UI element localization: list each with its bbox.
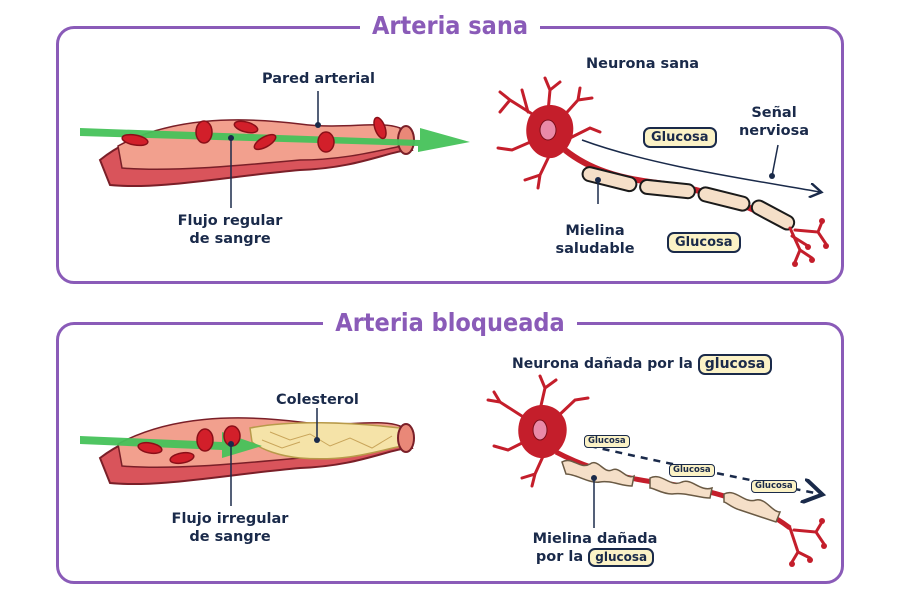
damaged-neuron-label: Neurona dañada por la glucosa	[512, 354, 773, 375]
glucose-tag: Glucosa	[643, 127, 717, 148]
blocked-artery	[98, 417, 415, 486]
regular-flow-label: Flujo regular de sangre	[177, 213, 283, 247]
irregular-flow-label: Flujo irregular de sangre	[171, 511, 289, 545]
cholesterol-label: Colesterol	[276, 392, 359, 408]
glucose-tag: Glucosa	[751, 480, 797, 493]
healthy-artery-title: Arteria sana	[0, 11, 900, 41]
cholesterol-plaque	[249, 421, 403, 460]
damaged-neuron	[486, 374, 827, 567]
glucose-tag: Glucosa	[667, 232, 741, 253]
glucose-tag: glucosa	[588, 548, 655, 567]
irregular-flow-arrow	[80, 432, 262, 458]
artery-wall-label: Pared arterial	[262, 71, 376, 87]
impaired-signal-arrow	[589, 444, 820, 494]
blood-cells-bottom	[137, 425, 241, 465]
damaged-myelin-label: Mielina dañada por la glucosa	[532, 531, 658, 567]
glucose-tag: Glucosa	[584, 435, 630, 448]
healthy-myelin-label: Mielina saludable	[555, 223, 635, 257]
glucose-tag: Glucosa	[669, 464, 715, 477]
healthy-neuron-label: Neurona sana	[586, 56, 700, 72]
blocked-artery-title: Arteria bloqueada	[0, 308, 900, 338]
blood-cells	[121, 116, 387, 153]
glucose-tag: glucosa	[697, 354, 773, 375]
nerve-signal-arrow	[581, 139, 820, 192]
healthy-neuron	[496, 76, 829, 267]
nerve-signal-label: Señal nerviosa	[738, 105, 810, 139]
